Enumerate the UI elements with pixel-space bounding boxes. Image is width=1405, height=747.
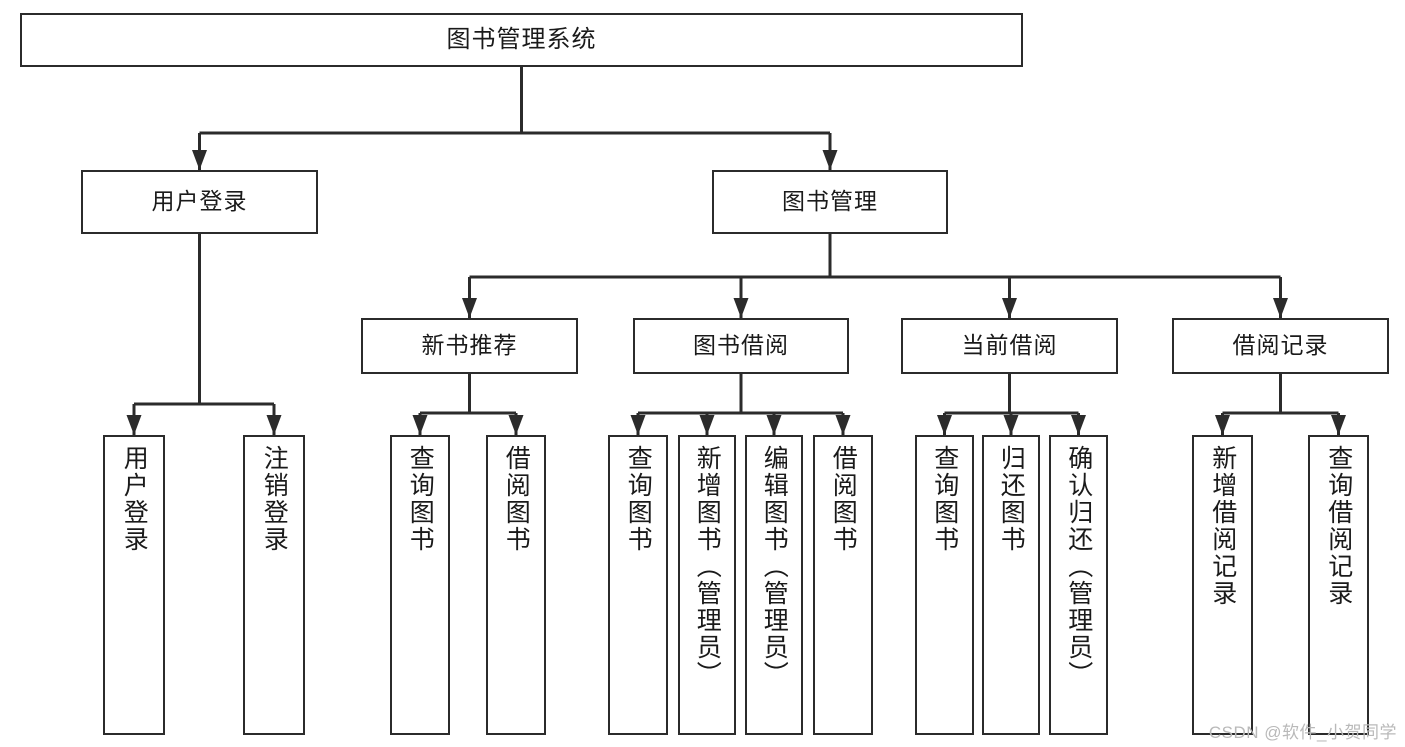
node-leaf-borrow-book-2[interactable]: 借阅图书 — [813, 435, 873, 735]
node-leaf-add-book-label: 新增图书（管理员） — [693, 445, 722, 688]
node-leaf-borrow-book-2-label: 借阅图书 — [829, 445, 858, 553]
node-new-book-recommend-label: 新书推荐 — [421, 332, 518, 359]
node-leaf-query-book-2[interactable]: 查询图书 — [608, 435, 668, 735]
node-current-borrow[interactable]: 当前借阅 — [901, 318, 1118, 374]
node-leaf-query-book-3-label: 查询图书 — [930, 445, 959, 553]
node-leaf-add-book[interactable]: 新增图书（管理员） — [678, 435, 736, 735]
node-leaf-confirm-return-label: 确认归还（管理员） — [1064, 445, 1093, 688]
node-leaf-logout[interactable]: 注销登录 — [243, 435, 305, 735]
node-borrow-record-label: 借阅记录 — [1232, 332, 1329, 359]
node-leaf-add-record-label: 新增借阅记录 — [1208, 445, 1237, 607]
node-borrow-record[interactable]: 借阅记录 — [1172, 318, 1389, 374]
node-leaf-confirm-return[interactable]: 确认归还（管理员） — [1049, 435, 1108, 735]
node-leaf-query-record-label: 查询借阅记录 — [1324, 445, 1353, 607]
node-leaf-user-login-label: 用户登录 — [120, 445, 149, 553]
node-leaf-add-record[interactable]: 新增借阅记录 — [1192, 435, 1253, 735]
node-leaf-query-book-2-label: 查询图书 — [624, 445, 653, 553]
node-leaf-return-book[interactable]: 归还图书 — [982, 435, 1040, 735]
watermark-label: CSDN @软件_小贺同学 — [1208, 723, 1397, 742]
node-leaf-return-book-label: 归还图书 — [997, 445, 1026, 553]
node-leaf-edit-book-label: 编辑图书（管理员） — [760, 445, 789, 688]
node-leaf-query-book-3[interactable]: 查询图书 — [915, 435, 974, 735]
node-new-book-recommend[interactable]: 新书推荐 — [361, 318, 578, 374]
node-user-login-label: 用户登录 — [151, 188, 248, 215]
node-current-borrow-label: 当前借阅 — [961, 332, 1058, 359]
node-root-label: 图书管理系统 — [446, 25, 597, 53]
node-leaf-borrow-book-1-label: 借阅图书 — [502, 445, 531, 553]
node-leaf-edit-book[interactable]: 编辑图书（管理员） — [745, 435, 803, 735]
node-user-login[interactable]: 用户登录 — [81, 170, 318, 234]
node-leaf-query-record[interactable]: 查询借阅记录 — [1308, 435, 1369, 735]
node-leaf-query-book-1[interactable]: 查询图书 — [390, 435, 450, 735]
node-book-borrow[interactable]: 图书借阅 — [633, 318, 849, 374]
node-book-manage[interactable]: 图书管理 — [712, 170, 948, 234]
node-book-borrow-label: 图书借阅 — [693, 332, 789, 359]
node-leaf-borrow-book-1[interactable]: 借阅图书 — [486, 435, 546, 735]
node-leaf-query-book-1-label: 查询图书 — [406, 445, 435, 553]
node-leaf-user-login[interactable]: 用户登录 — [103, 435, 165, 735]
node-book-manage-label: 图书管理 — [782, 188, 878, 215]
node-root[interactable]: 图书管理系统 — [20, 13, 1023, 67]
node-leaf-logout-label: 注销登录 — [260, 445, 289, 553]
